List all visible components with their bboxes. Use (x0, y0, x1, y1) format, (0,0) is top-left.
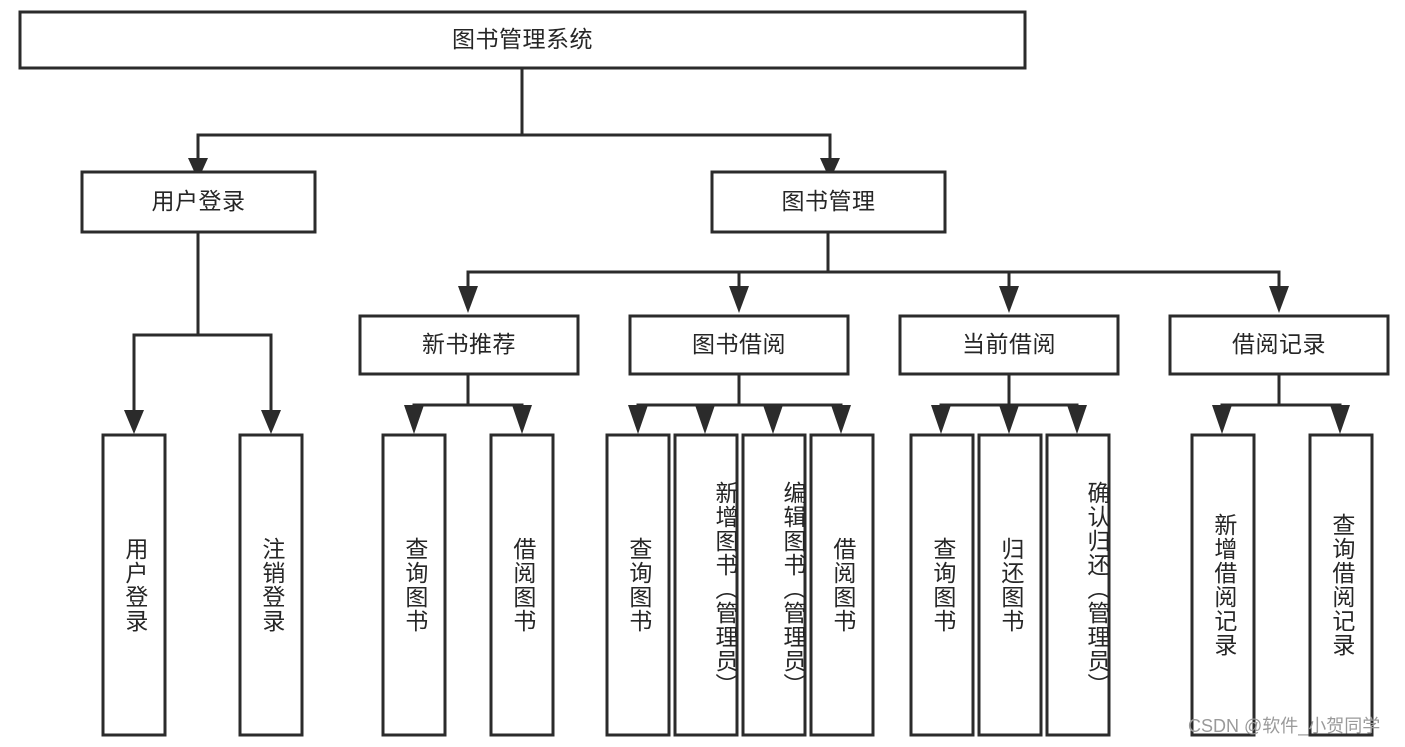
node-leaf-return-book-box[interactable] (977, 433, 1043, 737)
node-book-management-box[interactable] (710, 170, 947, 234)
arrowhead-leaf-query-borrow-record (1330, 405, 1350, 434)
arrowhead-to-borrow-record (1269, 286, 1289, 313)
connector-root-bus (196, 66, 832, 162)
node-leaf-confirm-return-box[interactable] (1045, 433, 1111, 737)
node-leaf-query-book-3-box[interactable] (909, 433, 975, 737)
node-leaf-add-book-box[interactable] (673, 433, 739, 737)
arrowhead-to-new-book-recommend (458, 286, 478, 313)
arrowhead-leaf-confirm-return (1067, 405, 1087, 434)
node-leaf-add-borrow-record-box[interactable] (1190, 433, 1256, 737)
connector-new-book-recommend-bus (412, 372, 524, 414)
arrowhead-to-user-login (188, 158, 208, 180)
arrowhead-leaf-add-borrow-record (1212, 405, 1232, 434)
arrowhead-leaf-user-login (124, 410, 144, 434)
arrowhead-leaf-borrow-book-2 (831, 405, 851, 434)
node-leaf-user-login-box[interactable] (101, 433, 167, 737)
node-new-book-recommend-box[interactable] (358, 314, 580, 376)
node-root-box[interactable] (18, 10, 1027, 70)
node-leaf-edit-book-box[interactable] (741, 433, 807, 737)
arrowhead-leaf-return-book (999, 405, 1019, 434)
connector-user-login-bus (132, 230, 273, 414)
arrowhead-leaf-edit-book (763, 405, 783, 434)
connector-book-borrow-bus (636, 372, 843, 414)
arrowhead-to-book-management (820, 158, 840, 180)
arrowhead-to-book-borrow (729, 286, 749, 313)
node-leaf-borrow-book-2-box[interactable] (809, 433, 875, 737)
arrowhead-leaf-add-book (695, 405, 715, 434)
arrowhead-leaf-query-book-3 (931, 405, 951, 434)
node-leaf-query-book-2-box[interactable] (605, 433, 671, 737)
node-book-borrow-box[interactable] (628, 314, 850, 376)
node-leaf-query-book-1-box[interactable] (381, 433, 447, 737)
node-user-login-box[interactable] (80, 170, 317, 234)
node-leaf-query-borrow-record-box[interactable] (1308, 433, 1374, 737)
node-leaf-borrow-book-1-box[interactable] (489, 433, 555, 737)
arrowhead-to-current-borrow (999, 286, 1019, 313)
connector-borrow-record-bus (1220, 372, 1342, 414)
arrowhead-leaf-query-book-1 (404, 405, 424, 434)
connector-book-management-bus (466, 230, 1281, 290)
node-current-borrow-box[interactable] (898, 314, 1120, 376)
node-leaf-logout-login-box[interactable] (238, 433, 304, 737)
arrowhead-leaf-logout-login (261, 410, 281, 434)
arrowhead-leaf-borrow-book-1 (512, 405, 532, 434)
arrowhead-leaf-query-book-2 (628, 405, 648, 434)
node-borrow-record-box[interactable] (1168, 314, 1390, 376)
